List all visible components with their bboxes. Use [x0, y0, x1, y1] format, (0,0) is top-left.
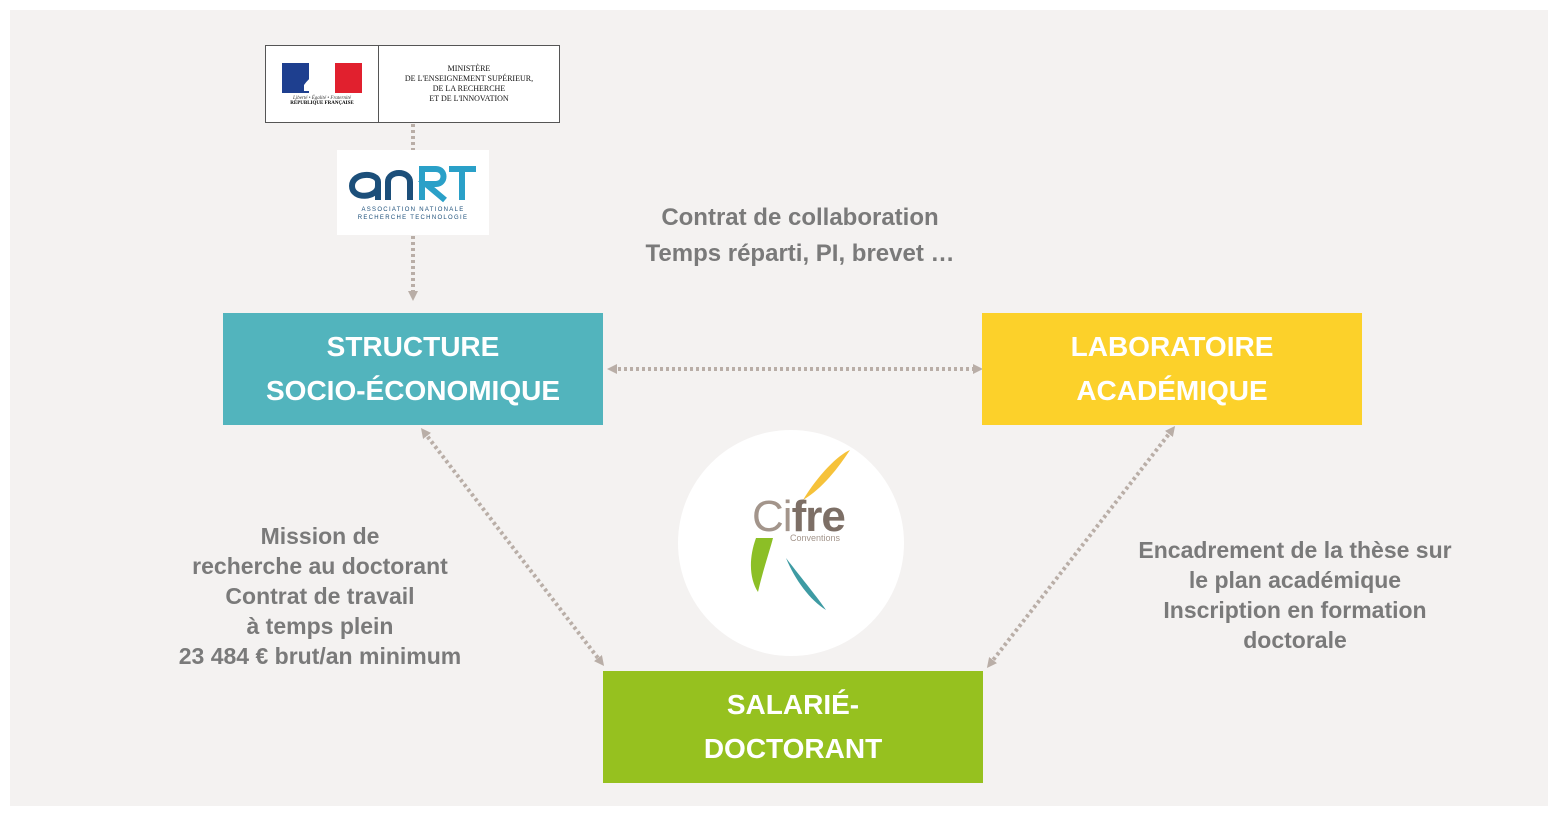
cifre-wordmark: Cifre [752, 492, 846, 542]
encadrement-line: Inscription en formation [1163, 597, 1427, 623]
encadrement-line: Encadrement de la thèse sur [1138, 537, 1452, 563]
mission-text: Mission de recherche au doctorant Contra… [120, 521, 520, 671]
salarie-label-line: SALARIÉ- [726, 689, 860, 720]
cifre-conventions: Conventions [790, 533, 841, 543]
anrt-subtitle: ASSOCIATION NATIONALE RECHERCHE TECHNOLO… [358, 206, 469, 222]
cifre-logo-circle [678, 430, 904, 656]
laboratoire-label-line: LABORATOIRE [1070, 331, 1274, 362]
ministere-line: ET DE L'INNOVATION [429, 94, 509, 103]
collaboration-text: Contrat de collaboration Temps réparti, … [580, 200, 1020, 272]
cifre-prefix: Ci [752, 492, 793, 541]
anrt-subtitle-line: RECHERCHE TECHNOLOGIE [357, 214, 469, 221]
collaboration-line: Temps réparti, PI, brevet … [645, 240, 955, 267]
encadrement-line: doctorale [1243, 627, 1347, 653]
encadrement-text: Encadrement de la thèse sur le plan acad… [1090, 535, 1500, 655]
collaboration-line: Contrat de collaboration [661, 204, 939, 231]
structure-label-line: SOCIO-ÉCONOMIQUE [265, 375, 560, 406]
mission-line: recherche au doctorant [192, 553, 448, 579]
cifre-suffix: fre [791, 492, 846, 541]
ministere-logo: Liberté • Égalité • Fraternité RÉPUBLIQU… [265, 45, 560, 123]
ministere-name: MINISTÈRE DE L'ENSEIGNEMENT SUPÉRIEUR, D… [379, 46, 559, 122]
republique-francaise: RÉPUBLIQUE FRANÇAISE [290, 100, 354, 106]
structure-label-line: STRUCTURE [326, 331, 500, 362]
structure-box: STRUCTURE SOCIO-ÉCONOMIQUE [223, 313, 603, 425]
tricolor-flag-icon [282, 62, 362, 93]
salarie-label-line: DOCTORANT [703, 733, 883, 764]
anrt-wordmark-icon [348, 165, 476, 202]
mission-line: 23 484 € brut/an minimum [178, 643, 462, 669]
mission-line: Mission de [260, 523, 380, 549]
mission-line: Contrat de travail [225, 583, 415, 609]
anrt-subtitle-line: ASSOCIATION NATIONALE [361, 206, 465, 213]
motto: Liberté • Égalité • Fraternité [293, 95, 351, 101]
ministere-line: MINISTÈRE [447, 64, 491, 73]
salarie-box: SALARIÉ- DOCTORANT [603, 671, 983, 783]
laboratoire-box: LABORATOIRE ACADÉMIQUE [982, 313, 1362, 425]
mission-line: à temps plein [246, 613, 394, 639]
connector-structure-salarie [420, 428, 605, 666]
connector-labo-salarie [986, 426, 1176, 668]
encadrement-line: le plan académique [1188, 567, 1402, 593]
ministere-line: DE L'ENSEIGNEMENT SUPÉRIEUR, [404, 74, 534, 83]
anrt-logo: ASSOCIATION NATIONALE RECHERCHE TECHNOLO… [337, 150, 489, 235]
ministere-line: DE LA RECHERCHE [432, 84, 506, 93]
cifre-swoosh-icon [750, 450, 850, 610]
marianne-emblem: Liberté • Égalité • Fraternité RÉPUBLIQU… [266, 46, 379, 122]
laboratoire-label-line: ACADÉMIQUE [1076, 375, 1268, 406]
